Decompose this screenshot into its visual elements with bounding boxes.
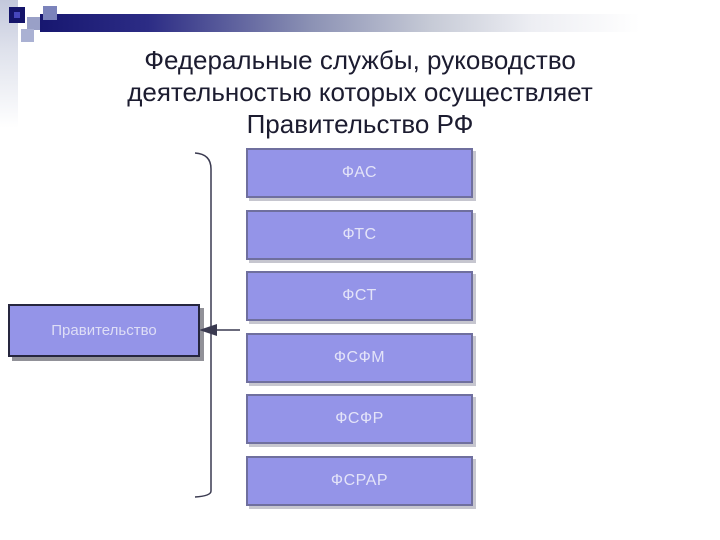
government-box-label: Правительство bbox=[51, 322, 157, 339]
service-box-fsfm: ФСФМ bbox=[246, 333, 473, 383]
service-box-fsrar: ФСРАР bbox=[246, 456, 473, 506]
slide-title: Федеральные службы, руководство деятельн… bbox=[40, 44, 680, 140]
service-box-label: ФСФР bbox=[335, 410, 384, 427]
service-box-label: ФСФМ bbox=[333, 349, 386, 366]
title-line-2: деятельностью которых осуществляет bbox=[127, 77, 593, 107]
light-blue-square-icon bbox=[21, 29, 34, 42]
brace-connector bbox=[194, 152, 240, 498]
service-box-fst: ФСТ bbox=[246, 271, 473, 321]
service-box-label: ФСРАР bbox=[330, 472, 389, 489]
service-box-label: ФТС bbox=[342, 226, 377, 243]
arrowhead-icon bbox=[199, 324, 217, 336]
slate-square-icon bbox=[43, 6, 57, 20]
gray-blue-square-icon bbox=[27, 17, 40, 30]
title-line-3: Правительство РФ bbox=[246, 109, 474, 139]
left-gradient-band bbox=[0, 0, 18, 128]
navy-square-icon bbox=[9, 7, 25, 23]
service-box-fts: ФТС bbox=[246, 210, 473, 260]
navy-square-inner-icon bbox=[14, 12, 20, 18]
government-box: Правительство bbox=[8, 304, 200, 357]
service-box-fas: ФАС bbox=[246, 148, 473, 198]
top-gradient-bar bbox=[40, 14, 640, 32]
service-box-label: ФСТ bbox=[342, 287, 377, 304]
service-box-fsfr: ФСФР bbox=[246, 394, 473, 444]
service-box-label: ФАС bbox=[341, 164, 378, 181]
title-line-1: Федеральные службы, руководство bbox=[144, 45, 576, 75]
